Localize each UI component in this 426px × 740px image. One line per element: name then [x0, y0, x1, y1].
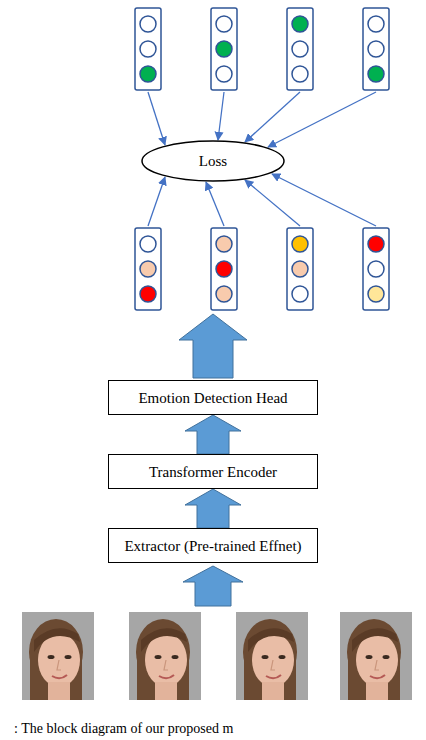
label-bar — [363, 8, 389, 90]
input-frames — [22, 612, 412, 700]
class-circle — [140, 286, 156, 302]
arrow-line — [268, 92, 376, 147]
class-circle — [216, 286, 232, 302]
block-arrow — [185, 489, 241, 528]
class-circle — [292, 16, 308, 32]
process-box: Transformer Encoder — [108, 454, 318, 489]
class-circle — [368, 261, 384, 277]
face-frame — [236, 612, 308, 700]
class-circle — [216, 261, 232, 277]
class-circle — [292, 286, 308, 302]
class-circle — [368, 236, 384, 252]
loss-ellipse: Loss — [141, 140, 285, 182]
class-circle — [368, 286, 384, 302]
class-circle — [368, 16, 384, 32]
class-circle — [140, 66, 156, 82]
prediction-bar — [363, 228, 389, 310]
arrow-line — [148, 92, 165, 145]
node-label: Loss — [195, 152, 231, 170]
label-bar — [135, 8, 161, 90]
class-circle — [216, 66, 232, 82]
class-circle — [292, 236, 308, 252]
arrow-line — [148, 177, 165, 226]
class-circle — [368, 41, 384, 57]
block-arrow — [179, 314, 247, 378]
class-circle — [292, 261, 308, 277]
block-arrow — [183, 566, 243, 606]
face-frame — [340, 612, 412, 700]
arrow-line — [245, 180, 300, 226]
class-circle — [140, 261, 156, 277]
class-circle — [140, 41, 156, 57]
label-bar — [211, 8, 237, 90]
class-circle — [216, 16, 232, 32]
class-circle — [216, 236, 232, 252]
node-label: Emotion Detection Head — [134, 389, 291, 407]
prediction-bar — [287, 228, 313, 310]
prediction-bar — [211, 228, 237, 310]
node-label: Transformer Encoder — [145, 463, 281, 481]
figure-caption: : The block diagram of our proposed m — [14, 720, 233, 738]
ellipse-shape — [142, 141, 284, 181]
class-circle — [368, 66, 384, 82]
prediction-bars — [135, 228, 389, 310]
process-box: Extractor (Pre-trained Effnet) — [108, 528, 318, 563]
class-circle — [216, 41, 232, 57]
node-label: Extractor (Pre-trained Effnet) — [120, 537, 305, 555]
class-circle — [140, 236, 156, 252]
label-bar — [287, 8, 313, 90]
arrow-line — [206, 182, 224, 226]
block-arrow — [185, 415, 241, 454]
arrow-line — [272, 174, 376, 226]
prediction-bar — [135, 228, 161, 310]
class-circle — [292, 41, 308, 57]
process-box: Emotion Detection Head — [108, 380, 318, 415]
label-bars — [135, 8, 389, 90]
class-circle — [292, 66, 308, 82]
arrow-line — [218, 92, 224, 140]
face-frame — [22, 612, 94, 700]
class-circle — [140, 16, 156, 32]
face-frame — [129, 612, 201, 700]
